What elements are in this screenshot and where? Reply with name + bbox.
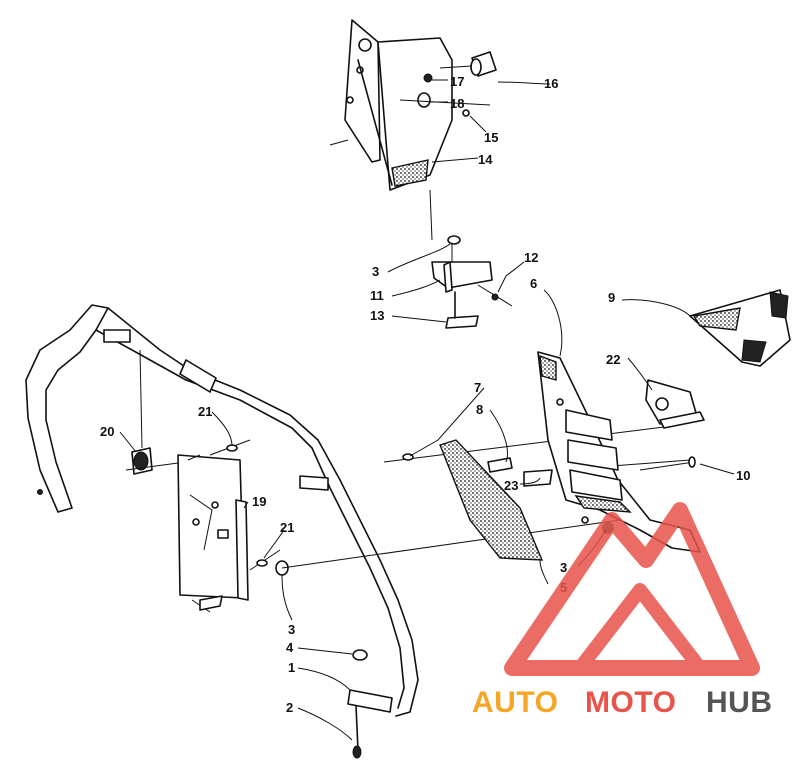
- callout-16: 16: [544, 76, 558, 91]
- callout-labels: 16 17 18 15 14 3 11 13 12 6 9 22 7 8 10 …: [100, 74, 750, 715]
- upper-bracket: [329, 19, 453, 191]
- callout-7: 7: [474, 380, 481, 395]
- callout-3-left: 3: [288, 622, 295, 637]
- brand-auto: AUTO: [472, 686, 558, 719]
- knob-part: [439, 51, 497, 77]
- callout-13: 13: [370, 308, 384, 323]
- nut-part: [417, 92, 431, 108]
- callout-20: 20: [100, 424, 114, 439]
- leader-lines: [119, 79, 735, 741]
- shield-part: [689, 289, 791, 367]
- brand-hub: HUB: [706, 686, 773, 719]
- automotohub-logo: [504, 502, 760, 676]
- callout-22: 22: [606, 352, 620, 367]
- callout-18: 18: [450, 96, 464, 111]
- callout-15: 15: [484, 130, 498, 145]
- pad-part: [439, 439, 544, 561]
- callout-6: 6: [530, 276, 537, 291]
- callout-14: 14: [478, 152, 493, 167]
- callout-3-right: 3: [560, 560, 567, 575]
- clip-bracket: [431, 235, 513, 329]
- side-plate: [177, 454, 249, 613]
- brand-moto: MOTO: [585, 686, 676, 719]
- block-part: [523, 469, 553, 487]
- callout-4: 4: [286, 640, 294, 655]
- callout-10: 10: [736, 468, 750, 483]
- callout-12: 12: [524, 250, 538, 265]
- pin-part: [462, 109, 470, 117]
- callout-23: 23: [504, 478, 518, 493]
- callout-9: 9: [608, 290, 615, 305]
- callout-8: 8: [476, 402, 483, 417]
- bushing-part: [125, 349, 179, 475]
- callout-2: 2: [286, 700, 293, 715]
- callout-11: 11: [370, 288, 384, 303]
- callout-19: 19: [252, 494, 266, 509]
- bracket-part: [645, 379, 705, 429]
- callout-1: 1: [288, 660, 295, 675]
- logo-triangle-mark: [504, 502, 760, 676]
- handlebar-frame: [25, 304, 419, 759]
- callout-17: 17: [450, 74, 464, 89]
- callout-21-lower: 21: [280, 520, 294, 535]
- callout-3-upper: 3: [372, 264, 379, 279]
- brand-wordmark: AUTO MOTO HUB: [472, 686, 773, 719]
- washer-part: [423, 73, 433, 83]
- callout-21-upper: 21: [198, 404, 212, 419]
